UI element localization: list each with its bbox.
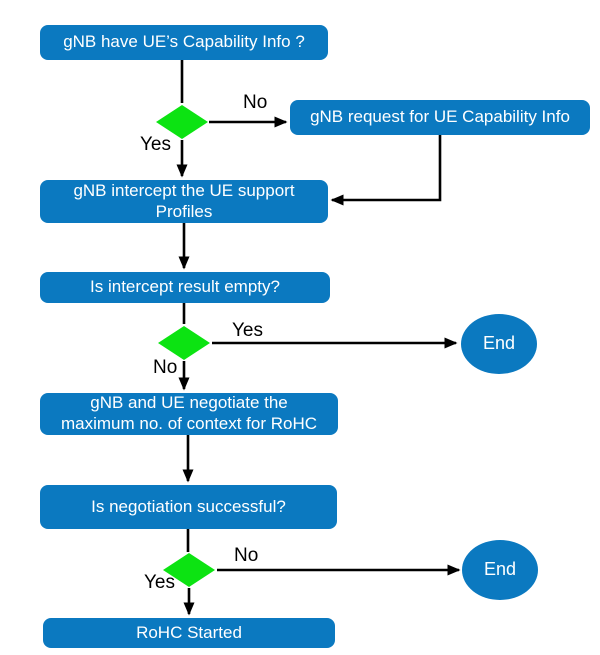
node-is-negotiation-successful: Is negotiation successful?	[40, 485, 337, 529]
edge-label-capability-no: No	[243, 92, 268, 113]
node-negotiate-context: gNB and UE negotiate the maximum no. of …	[40, 393, 338, 435]
edge-label-intercept-yes: Yes	[232, 320, 263, 341]
node-rohc-started: RoHC Started	[43, 618, 335, 648]
edge-label-capability-yes: Yes	[140, 134, 171, 155]
node-gnb-intercept-profiles: gNB intercept the UE support Profiles	[40, 180, 328, 223]
node-gnb-have-capability-info: gNB have UE’s Capability Info ?	[40, 25, 328, 60]
node-end-bottom: End	[462, 540, 538, 600]
node-gnb-request-capability-info: gNB request for UE Capability Info	[290, 100, 590, 135]
edge-label-negotiation-no: No	[234, 545, 259, 566]
node-is-intercept-result-empty: Is intercept result empty?	[40, 272, 330, 303]
edge-label-intercept-no: No	[153, 357, 178, 378]
arrow-request-to-intercept	[330, 135, 442, 206]
edge-label-negotiation-yes: Yes	[144, 572, 175, 593]
node-end-top: End	[461, 314, 537, 374]
